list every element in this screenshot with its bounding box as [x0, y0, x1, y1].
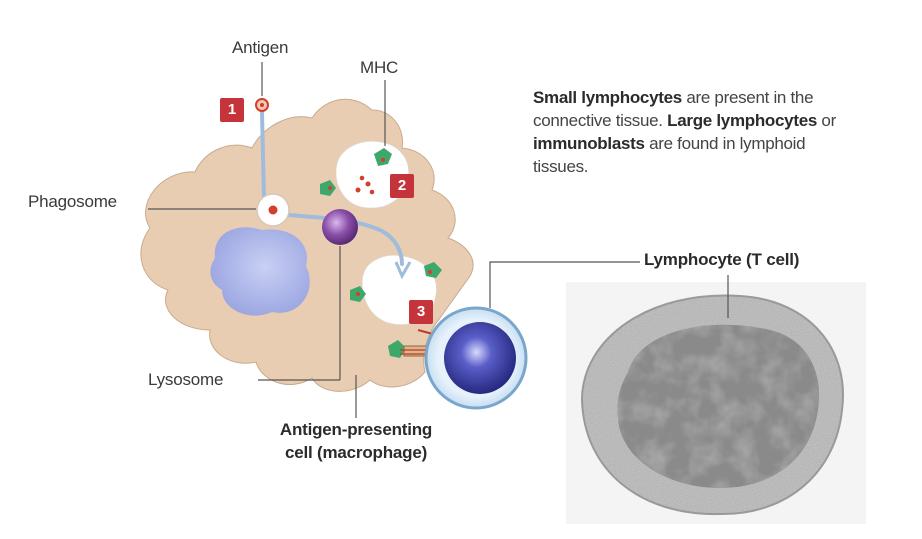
label-antigen: Antigen [232, 38, 289, 57]
label-lysosome: Lysosome [148, 370, 224, 389]
desc-small-bold: Small lymphocytes [533, 88, 682, 107]
desc-immuno-bold: immunoblasts [533, 134, 645, 153]
desc-large-bold: Large lymphocytes [667, 111, 817, 130]
step-badge-2: 2 [390, 174, 414, 198]
description-text: Small lymphocytes are present in the con… [533, 86, 863, 178]
leader-lines [148, 62, 729, 418]
step-badge-1: 1 [220, 98, 244, 122]
label-phagosome: Phagosome [28, 192, 117, 211]
lysosome [322, 209, 358, 245]
label-apc-line1: Antigen-presenting [279, 420, 433, 439]
desc-end: are found in lymphoid tissues. [533, 134, 806, 176]
desc-small-rest: are present in the connective tissue. [533, 88, 814, 130]
desc-or: or [817, 111, 836, 130]
label-lymphocyte: Lymphocyte (T cell) [644, 250, 800, 269]
lymphocyte-micrograph [580, 294, 844, 516]
label-mhc: MHC [360, 58, 399, 77]
macrophage-nucleus [210, 227, 310, 316]
step-badge-3: 3 [409, 300, 433, 324]
label-apc-line2: cell (macrophage) [284, 443, 428, 462]
pathway-line [260, 110, 266, 200]
